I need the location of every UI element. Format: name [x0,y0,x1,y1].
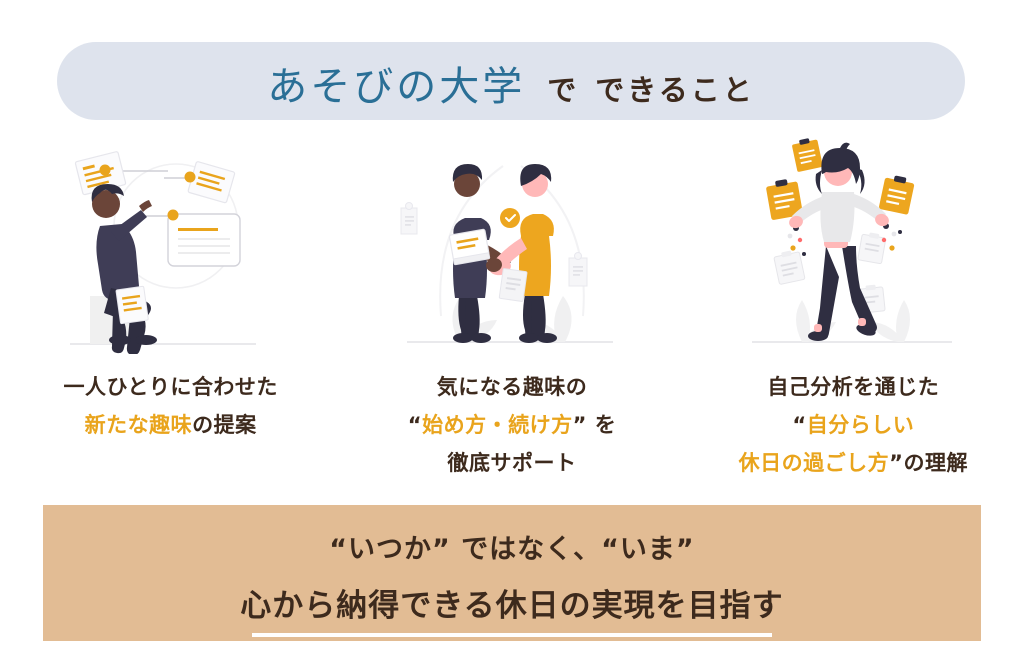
caption-line-1: 自己分析を通じた [767,375,940,399]
illustration-person-sitting [56,136,286,354]
feature-caption-3: 自己分析を通じた “自分らしい 休日の過ごし方”の理解 [739,368,968,482]
header-suffix-text: できること [595,73,755,107]
caption-line-2: 新たな趣味の提案 [63,406,277,444]
feature-caption-2: 気になる趣味の “始め方・続け方” を 徹底サポート [408,368,616,482]
header-suffix: でできること [547,67,754,109]
illustration-handshake [397,136,627,354]
caption-line-3: 徹底サポート [447,451,577,475]
caption-rest-2: を [586,413,617,437]
illustration-juggling-clipboards [738,136,968,354]
caption-rest-1: の提案 [192,413,257,437]
caption-line-3: 休日の過ごし方”の理解 [739,444,968,482]
caption-accent-3b: 休日の過ごし方 [738,451,890,475]
caption-quote-open: “ [792,413,807,437]
caption-accent-3a: 自分らしい [806,413,915,437]
feature-column-3: 自己分析を通じた “自分らしい 休日の過ごし方”の理解 [683,136,1024,486]
caption-quote-close: ” [572,413,587,437]
banner-underline [252,633,772,637]
caption-accent-2: 始め方・続け方 [422,413,573,437]
feature-columns: 一人ひとりに合わせた 新たな趣味の提案 [0,136,1024,486]
banner-line-2: 心から納得できる休日の実現を目指す [240,588,784,624]
bottom-banner: “いつか” ではなく、“いま” 心から納得できる休日の実現を目指す [43,505,981,641]
feature-column-1: 一人ひとりに合わせた 新たな趣味の提案 [0,136,341,486]
banner-line-1: “いつか” ではなく、“いま” [329,534,695,565]
header-title-group: あそびの大学 でできること [267,54,754,112]
caption-rest-3: の理解 [903,451,968,475]
caption-line-1: 気になる趣味の [436,375,588,399]
caption-accent-1: 新たな趣味 [84,413,193,437]
feature-column-2: 気になる趣味の “始め方・続け方” を 徹底サポート [341,136,682,486]
caption-line-1: 一人ひとりに合わせた [63,375,278,399]
caption-line-2: “自分らしい [739,406,968,444]
brand-name: あそびの大学 [267,64,526,110]
header-suffix-particle: で [547,73,580,107]
header-banner: あそびの大学 でできること [57,42,965,120]
caption-quote-open: “ [407,413,423,437]
caption-quote-close: ” [889,451,904,475]
caption-line-2: “始め方・続け方” を [408,406,616,444]
feature-caption-1: 一人ひとりに合わせた 新たな趣味の提案 [63,368,277,444]
